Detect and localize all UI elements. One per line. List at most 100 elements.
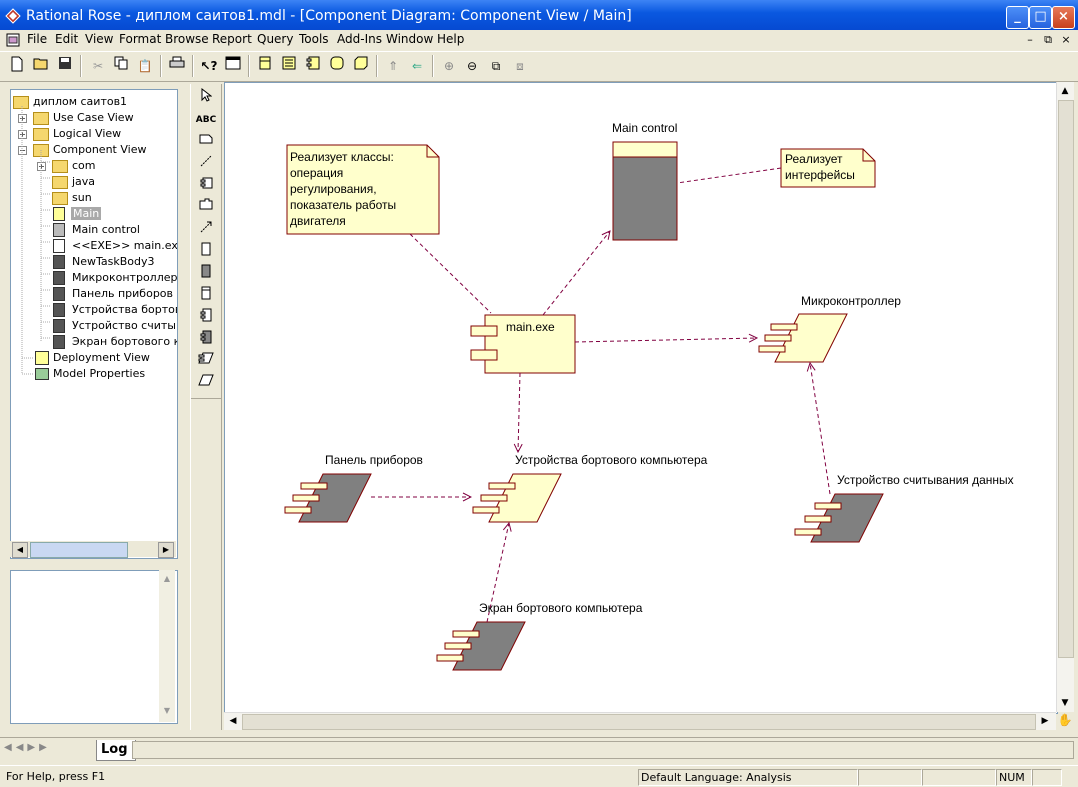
menu-window[interactable]: Window bbox=[386, 32, 434, 46]
note-implements-interfaces[interactable] bbox=[780, 148, 876, 188]
paste-icon[interactable]: 📋 bbox=[137, 59, 153, 73]
browse-previous-icon[interactable]: ⇐ bbox=[411, 59, 423, 73]
component-main-exe[interactable] bbox=[470, 314, 576, 374]
component-microcontroller[interactable] bbox=[758, 313, 848, 363]
scroll-down-icon[interactable]: ▼ bbox=[1061, 698, 1069, 708]
log-scrollbar[interactable] bbox=[132, 741, 1074, 759]
cut-icon[interactable]: ✂ bbox=[92, 59, 104, 73]
documentation-scrollbar[interactable]: ▲ ▼ bbox=[159, 570, 175, 722]
dependency-main-to-control[interactable] bbox=[542, 231, 610, 316]
dependency-tool-icon[interactable] bbox=[195, 220, 217, 240]
log-navigation-icons[interactable]: ◀◀▶▶ bbox=[4, 742, 51, 753]
dependency-screen-to-devices[interactable] bbox=[486, 523, 509, 623]
menu-add-ins[interactable]: Add-Ins bbox=[337, 32, 382, 46]
new-file-icon[interactable] bbox=[7, 56, 27, 76]
menu-query[interactable]: Query bbox=[257, 32, 294, 46]
task-component-icon bbox=[53, 303, 65, 317]
component-onboard-devices[interactable] bbox=[472, 473, 562, 523]
scroll-up-icon[interactable]: ▲ bbox=[163, 574, 171, 583]
subprogram-spec-tool-icon[interactable] bbox=[195, 242, 217, 262]
component-tool-icon[interactable] bbox=[195, 176, 217, 196]
package-body-tool-icon[interactable] bbox=[195, 330, 217, 350]
state-diagram-icon[interactable] bbox=[327, 56, 347, 76]
label-instrument-panel: Панель приборов bbox=[325, 453, 423, 467]
scroll-left-icon[interactable]: ◀ bbox=[229, 716, 237, 726]
menu-help[interactable]: Help bbox=[437, 32, 465, 46]
menu-edit[interactable]: Edit bbox=[55, 32, 79, 46]
view-doc-icon[interactable] bbox=[223, 56, 243, 76]
subprogram-body-tool-icon[interactable] bbox=[195, 264, 217, 284]
copy-icon[interactable] bbox=[111, 56, 131, 76]
component-data-reader[interactable] bbox=[794, 493, 884, 543]
browse-parent-icon[interactable]: ⇑ bbox=[387, 59, 399, 73]
close-button[interactable]: × bbox=[1052, 6, 1075, 29]
zoom-out-icon[interactable]: ⊖ bbox=[466, 59, 478, 73]
menu-view[interactable]: View bbox=[85, 32, 114, 46]
menu-tools[interactable]: Tools bbox=[299, 32, 329, 46]
model-icon bbox=[13, 96, 29, 109]
class-diagram-icon[interactable] bbox=[255, 56, 275, 76]
component-diagram-icon[interactable] bbox=[303, 56, 323, 76]
browser-horizontal-scrollbar[interactable]: ◀ ▶ bbox=[10, 541, 176, 558]
anchor-tool-icon[interactable] bbox=[195, 154, 217, 174]
scroll-up-icon[interactable]: ▲ bbox=[1061, 86, 1069, 96]
document-icon[interactable] bbox=[6, 33, 20, 47]
diagram-canvas[interactable]: Реализует классы: операция регулирования… bbox=[224, 82, 1058, 714]
zoom-in-icon[interactable]: ⊕ bbox=[443, 59, 455, 73]
minimize-button[interactable]: _ bbox=[1006, 6, 1029, 29]
main-program-tool-icon[interactable] bbox=[195, 286, 217, 306]
scroll-thumb[interactable] bbox=[242, 714, 1036, 730]
menu-file[interactable]: File bbox=[27, 32, 48, 46]
dependency-main-to-devices[interactable] bbox=[518, 372, 520, 452]
menu-report[interactable]: Report bbox=[212, 32, 252, 46]
tree-root-label: диплом саитов1 bbox=[33, 95, 128, 108]
component-main-control[interactable] bbox=[612, 141, 678, 241]
title-bar[interactable]: Rational Rose - диплом саитов1.mdl - [Co… bbox=[0, 0, 1078, 32]
maximize-button[interactable]: □ bbox=[1029, 6, 1052, 29]
deployment-diagram-icon[interactable] bbox=[351, 56, 371, 76]
component-onboard-screen[interactable] bbox=[436, 621, 526, 671]
note-implements-classes[interactable] bbox=[286, 144, 440, 235]
mdi-minimize-button[interactable]: – bbox=[1027, 33, 1033, 46]
pan-hand-icon[interactable]: ✋ bbox=[1057, 713, 1073, 727]
log-tab[interactable]: Log bbox=[96, 740, 136, 761]
interaction-diagram-icon[interactable] bbox=[279, 56, 299, 76]
scroll-right-icon[interactable]: ▶ bbox=[158, 542, 174, 558]
label-onboard-devices: Устройства бортового компьютера bbox=[515, 453, 708, 467]
menu-browse[interactable]: Browse bbox=[165, 32, 209, 46]
component-instrument-panel[interactable] bbox=[284, 473, 372, 523]
toolbar-separator bbox=[192, 55, 194, 77]
selection-tool-icon[interactable] bbox=[195, 87, 217, 108]
text-tool-icon[interactable]: ABC bbox=[195, 115, 217, 125]
context-help-icon[interactable]: ↖? bbox=[200, 59, 218, 73]
model-browser[interactable]: диплом саитов1 + Use Case View + Logical… bbox=[10, 89, 178, 559]
tree-item-label: Экран бортового ко bbox=[72, 335, 178, 348]
rational-rose-app-icon bbox=[5, 8, 21, 24]
task-spec-tool-icon[interactable] bbox=[195, 352, 217, 372]
fit-in-window-icon[interactable]: ⧉ bbox=[491, 59, 501, 73]
undo-fit-icon[interactable]: ⧈ bbox=[516, 59, 524, 73]
dependency-main-to-microcontroller[interactable] bbox=[574, 338, 757, 342]
note-tool-icon[interactable] bbox=[195, 132, 217, 152]
package-spec-tool-icon[interactable] bbox=[195, 308, 217, 328]
scroll-thumb[interactable] bbox=[30, 542, 128, 558]
label-onboard-screen: Экран бортового компьютера bbox=[479, 601, 643, 615]
scroll-left-icon[interactable]: ◀ bbox=[12, 542, 28, 558]
menu-format[interactable]: Format bbox=[119, 32, 162, 46]
canvas-horizontal-scrollbar[interactable]: ◀ ▶ bbox=[224, 712, 1056, 730]
status-pane-empty bbox=[1032, 769, 1062, 786]
save-icon[interactable] bbox=[55, 56, 75, 76]
mdi-restore-button[interactable]: ⧉ bbox=[1044, 33, 1052, 46]
package-tool-icon[interactable] bbox=[195, 198, 217, 218]
package-icon bbox=[52, 160, 68, 173]
scroll-right-icon[interactable]: ▶ bbox=[1041, 716, 1049, 726]
dependency-reader-to-microcontroller[interactable] bbox=[810, 363, 831, 495]
scroll-down-icon[interactable]: ▼ bbox=[163, 706, 171, 715]
documentation-window[interactable] bbox=[10, 570, 178, 724]
mdi-close-button[interactable]: × bbox=[1061, 33, 1071, 46]
canvas-vertical-scrollbar[interactable]: ▲ ▼ bbox=[1056, 82, 1074, 712]
scroll-thumb[interactable] bbox=[1058, 100, 1074, 658]
open-folder-icon[interactable] bbox=[31, 56, 51, 76]
print-icon[interactable] bbox=[167, 56, 187, 76]
task-body-tool-icon[interactable] bbox=[195, 374, 217, 394]
